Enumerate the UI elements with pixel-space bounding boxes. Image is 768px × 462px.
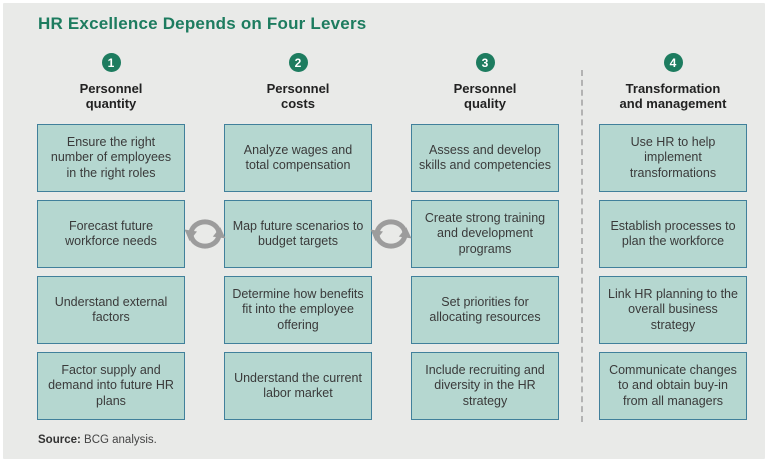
lever-box: Create strong training and development p… xyxy=(411,200,559,268)
lever-column-personnel-quantity: 1 Personnel quantity Ensure the right nu… xyxy=(37,53,185,420)
lever-header-line: Personnel xyxy=(453,81,517,96)
lever-box: Set priorities for allocating resources xyxy=(411,276,559,344)
lever-header-line: Transformation xyxy=(625,81,721,96)
lever-header-line: Personnel xyxy=(266,81,330,96)
lever-box-list: Assess and develop skills and competenci… xyxy=(411,124,559,420)
lever-header-line: quality xyxy=(464,96,506,112)
lever-box: Forecast future workforce needs xyxy=(37,200,185,268)
source-text: BCG analysis. xyxy=(80,434,157,446)
lever-box: Ensure the right number of employees in … xyxy=(37,124,185,192)
lever-box: Analyze wages and total compensation xyxy=(224,124,372,192)
lever-header: Transformation and management xyxy=(620,81,727,113)
cycle-arrows-icon xyxy=(370,219,412,249)
lever-header: Personnel quality xyxy=(454,81,517,113)
lever-column-personnel-costs: 2 Personnel costs Analyze wages and tota… xyxy=(224,53,372,420)
lever-header: Personnel costs xyxy=(267,81,330,113)
lever-box: Communicate changes to and obtain buy-in… xyxy=(599,352,747,420)
lever-column-transformation-management: 4 Transformation and management Use HR t… xyxy=(599,53,747,420)
lever-box-list: Ensure the right number of employees in … xyxy=(37,124,185,420)
lever-box: Map future scenarios to budget targets xyxy=(224,200,372,268)
lever-box: Use HR to help implement transformations xyxy=(599,124,747,192)
page-title: HR Excellence Depends on Four Levers xyxy=(38,14,367,33)
lever-box: Link HR planning to the overall business… xyxy=(599,276,747,344)
lever-box: Understand the current labor market xyxy=(224,352,372,420)
lever-header: Personnel quantity xyxy=(80,81,143,113)
lever-box: Factor supply and demand into future HR … xyxy=(37,352,185,420)
lever-header-line: costs xyxy=(281,96,315,112)
lever-box: Understand external factors xyxy=(37,276,185,344)
lever-number-badge: 2 xyxy=(288,53,308,72)
lever-number-badge: 1 xyxy=(101,53,121,72)
lever-header-line: quantity xyxy=(85,96,137,112)
lever-header-line: and management xyxy=(619,96,727,112)
cycle-arrows-icon xyxy=(184,219,226,249)
lever-box: Establish processes to plan the workforc… xyxy=(599,200,747,268)
lever-box: Assess and develop skills and competenci… xyxy=(411,124,559,192)
lever-number-badge: 3 xyxy=(475,53,495,72)
source-note: Source: BCG analysis. xyxy=(38,434,157,446)
lever-column-personnel-quality: 3 Personnel quality Assess and develop s… xyxy=(411,53,559,420)
lever-box-list: Analyze wages and total compensation Map… xyxy=(224,124,372,420)
source-label: Source: xyxy=(38,434,81,446)
lever-box-list: Use HR to help implement transformations… xyxy=(599,124,747,420)
lever-number-badge: 4 xyxy=(663,53,683,72)
lever-box: Determine how benefits fit into the empl… xyxy=(224,276,372,344)
lever-header-line: Personnel xyxy=(79,81,143,96)
lever-box: Include recruiting and diversity in the … xyxy=(411,352,559,420)
section-divider-dashed xyxy=(581,70,583,422)
